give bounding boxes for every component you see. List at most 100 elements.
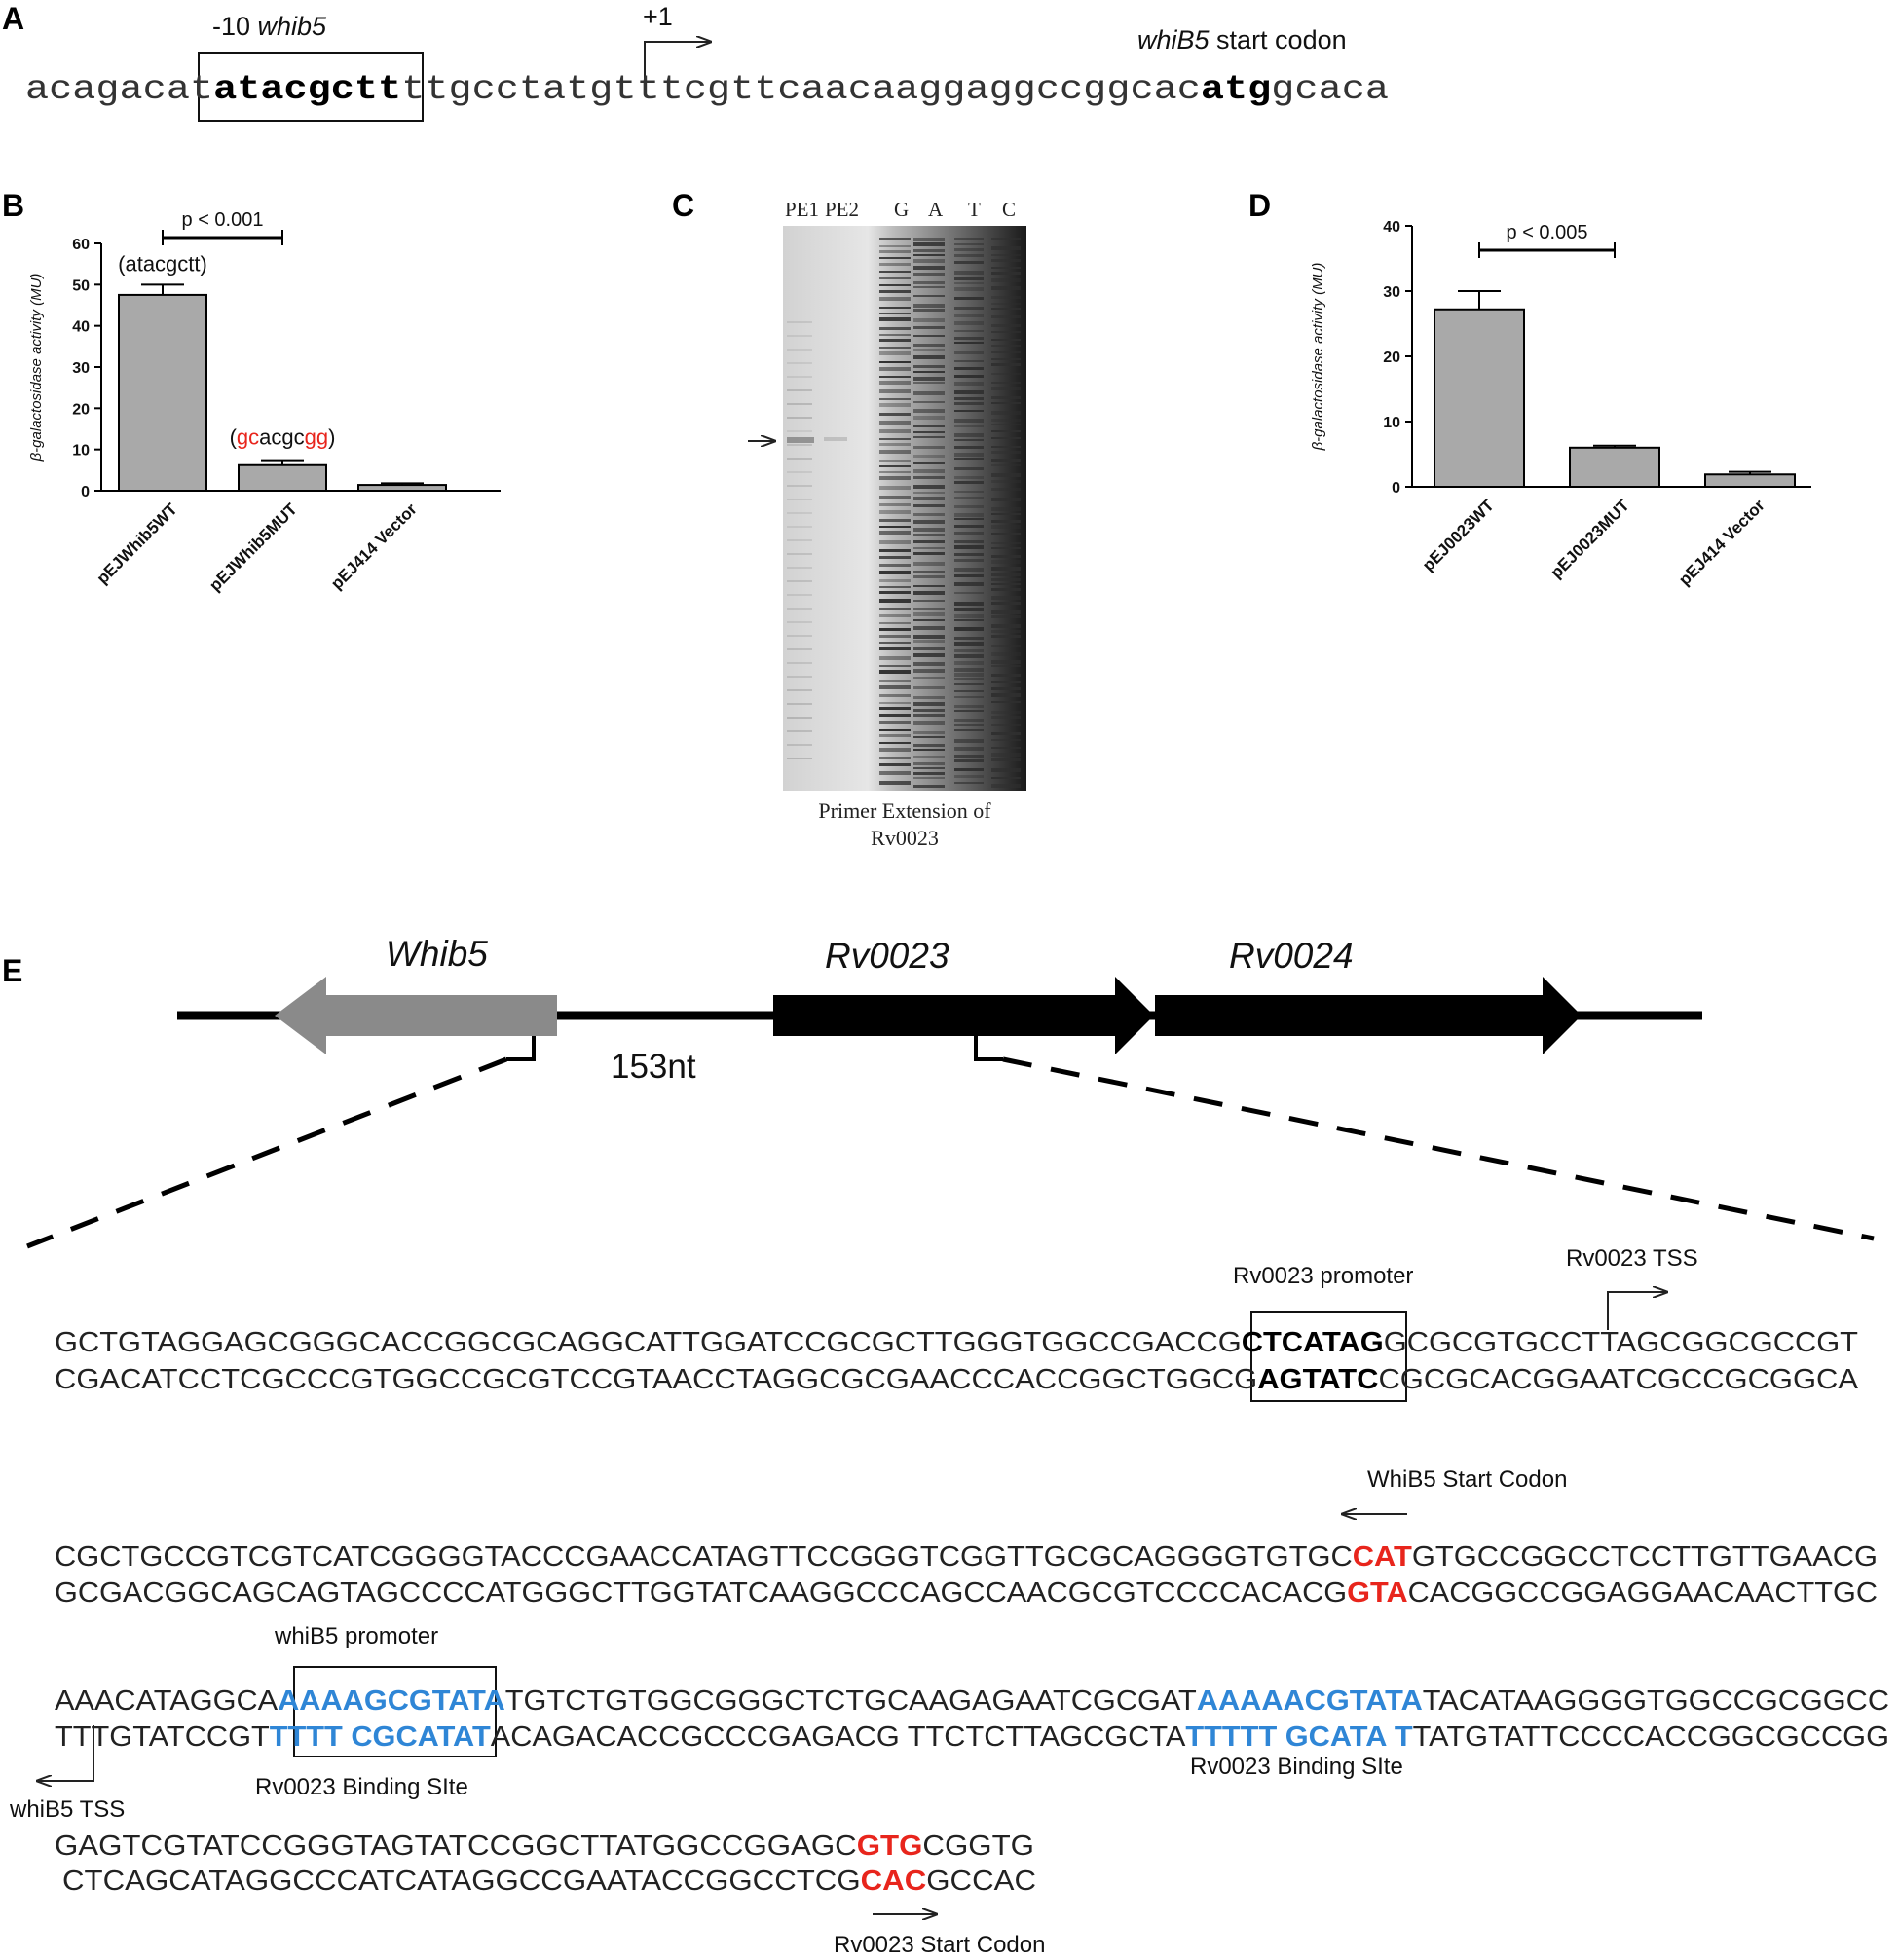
gel-band (879, 540, 911, 544)
gel-band (913, 662, 945, 666)
whib5-start-codon-label: WhiB5 Start Codon (1367, 1466, 1567, 1493)
gel-band (991, 681, 1021, 683)
gel-band (913, 731, 945, 734)
gel-band (879, 381, 911, 385)
zoom-bracket-right (974, 1036, 1003, 1061)
gel-band (879, 327, 911, 330)
gel-band (954, 397, 984, 400)
gel-band (879, 465, 911, 467)
gel-band (991, 652, 1021, 656)
gel-band (787, 676, 812, 678)
gel-band (913, 721, 945, 725)
gel-band (991, 578, 1021, 581)
gel-band (879, 622, 911, 624)
gel-band (954, 453, 984, 457)
gel-band (954, 739, 984, 743)
lane-label-g: G (894, 198, 909, 221)
gel-band (879, 665, 911, 667)
gel-band (787, 403, 812, 405)
gel-band (991, 259, 1021, 262)
gel-band (879, 714, 911, 717)
gel-band (954, 696, 984, 698)
gel-band (991, 732, 1021, 735)
zoom-dash-right (1002, 1056, 1875, 1241)
gel-band (913, 513, 945, 516)
gel-band (954, 254, 984, 257)
gel-band (954, 439, 984, 441)
gel-band (913, 552, 945, 555)
gel-band (879, 245, 911, 247)
chart-b-mut-annotation: (gcacgcgg) (230, 425, 336, 450)
gel-band (954, 582, 984, 586)
gel-band (787, 458, 812, 460)
gel-band (954, 330, 984, 332)
rv0023-promoter-label: Rv0023 promoter (1233, 1263, 1413, 1289)
zoom-bracket-left (506, 1036, 536, 1061)
gel-band (954, 627, 984, 631)
gel-band (991, 635, 1021, 638)
gel-band (879, 486, 911, 490)
gel-band (913, 600, 945, 602)
gel-band (954, 518, 984, 520)
gel-band (954, 574, 984, 577)
gel-band (913, 273, 945, 276)
gel-band (913, 669, 945, 673)
gel-band (954, 261, 984, 264)
panel-label-c: C (672, 188, 694, 223)
rv0023-gene-label: Rv0023 (825, 936, 950, 976)
gel-band (991, 324, 1021, 327)
gel-band (991, 437, 1021, 439)
gel-band (879, 721, 911, 724)
chart-b-wt-annotation: (atacgctt) (118, 251, 207, 276)
rv0023-start-codon-label: Rv0023 Start Codon (834, 1932, 1045, 1958)
gel-band (879, 334, 911, 336)
gel-band (954, 497, 984, 499)
gel-band (879, 556, 911, 559)
gel-band (787, 553, 812, 555)
gel-band (954, 719, 984, 722)
gel-band (913, 626, 945, 630)
gel-band (787, 417, 812, 419)
gel-band (991, 711, 1021, 714)
gel-band (913, 335, 945, 337)
seq-row2-bottom: GCGACGGCAGCAGTAGCCCCATGGGCTTGGTATCAAGGCC… (55, 1577, 1878, 1609)
chart-d-y-tick-label: 20 (1383, 350, 1400, 366)
gel-band (991, 396, 1021, 399)
panel-label-d: D (1248, 188, 1271, 223)
gel-band (991, 615, 1021, 618)
gel-band (824, 437, 847, 441)
whib5-gene-arrow (275, 977, 557, 1054)
panel-label-a: A (2, 1, 24, 36)
gel-band (954, 425, 984, 427)
gel-band (879, 351, 911, 355)
panel-label-e: E (2, 953, 22, 988)
gel-band (954, 619, 984, 621)
gel-band (991, 660, 1021, 664)
gel-band (879, 608, 911, 610)
gel-band (954, 367, 984, 370)
gel-band (991, 560, 1021, 564)
gel-band (879, 656, 911, 660)
gel-band (991, 254, 1021, 256)
gel-band (913, 635, 945, 639)
intergenic-length-label: 153nt (611, 1048, 696, 1086)
whib5-tss-label: whiB5 TSS (9, 1796, 125, 1823)
gel-band (954, 678, 984, 680)
gel-band (879, 763, 911, 766)
whib5-gene-label: Whib5 (386, 934, 488, 974)
lane-label-t: T (968, 198, 981, 221)
gel-band (879, 413, 911, 416)
gel-band (954, 759, 984, 762)
gel-band (787, 485, 812, 487)
gel-band (991, 716, 1021, 719)
minus10-box (198, 52, 424, 122)
gel-band (954, 476, 984, 479)
gel-band (913, 520, 945, 524)
gel-band (913, 736, 945, 738)
gel-band (991, 758, 1021, 761)
gel-band (913, 497, 945, 500)
minus10-label: -10 whib5 (212, 12, 327, 41)
